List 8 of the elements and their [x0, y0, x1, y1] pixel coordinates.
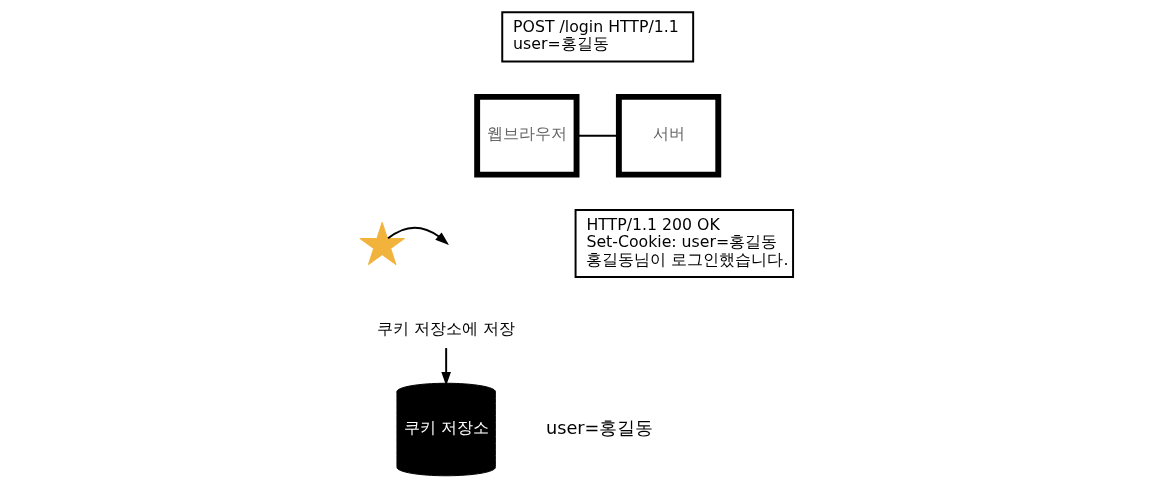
- node-text: 쿠키 저장소에 저장: [376, 318, 515, 338]
- node-box: POST /login HTTP/1.1 user=홍길동: [500, 11, 694, 63]
- arrow: [440, 347, 451, 386]
- node-label: user=홍길동: [545, 417, 653, 438]
- node-box: 서버: [615, 93, 721, 178]
- node-box: 웹브라우저: [473, 93, 579, 178]
- node-star: [358, 221, 405, 266]
- node-box: HTTP/1.1 200 OK Set-Cookie: user=홍길동 홍길동님이 로그인했습니다.: [574, 209, 794, 278]
